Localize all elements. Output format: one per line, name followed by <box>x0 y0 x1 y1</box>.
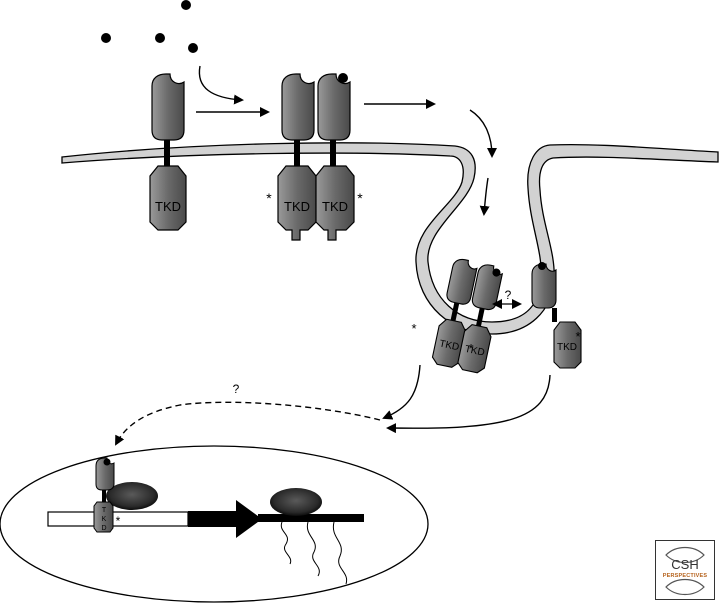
plasma-membrane <box>61 142 719 335</box>
ligand-dot <box>492 268 501 277</box>
transcription-factor <box>106 482 158 510</box>
receptor-dimer: TKD TKD * * <box>266 73 363 241</box>
ligand-dot <box>103 458 111 466</box>
tkd-domain <box>457 324 492 374</box>
tkd-label: TKD <box>284 199 310 214</box>
tkd-label: TKD <box>155 199 181 214</box>
tkd-domain <box>93 501 114 533</box>
tkd-domain <box>149 165 187 231</box>
nucleus <box>0 445 429 603</box>
dna-strand-transcribed <box>258 514 364 522</box>
transmembrane-segment <box>102 490 106 502</box>
internalized-dimer: TKD TKD * * <box>411 258 504 374</box>
tkd-domain <box>315 165 355 241</box>
receptor-extracellular-domain <box>151 73 185 141</box>
tkd-letter: D <box>101 525 106 532</box>
ligand-dot <box>181 0 191 10</box>
phosphorylation-mark: * <box>266 190 272 206</box>
ligand-dot <box>155 33 165 43</box>
tkd-label: TKD <box>464 344 486 359</box>
nuclear-translocation-arrow <box>115 401 381 446</box>
ligand-dot <box>188 43 198 53</box>
tkd-letter: T <box>102 507 107 514</box>
logo-subtitle: PERSPECTIVES <box>662 573 708 579</box>
phosphorylation-mark: * <box>468 341 473 356</box>
unknown-step-label: ? <box>505 288 512 302</box>
internalized-monomer: TKD * <box>531 262 582 369</box>
transmembrane-segment <box>330 140 336 166</box>
csh-perspectives-logo: CSH PERSPECTIVES <box>655 540 715 600</box>
ligand-dot <box>338 73 348 83</box>
mrna-transcript <box>332 521 348 585</box>
binding-arrow <box>198 65 244 105</box>
tkd-label: TKD <box>322 199 348 214</box>
phosphorylation-mark: * <box>411 321 416 336</box>
mrna-transcript <box>280 521 292 565</box>
receptor-monomer: TKD <box>149 73 187 231</box>
transmembrane-segment <box>450 302 460 322</box>
tkd-letter: K <box>102 516 107 523</box>
unknown-step-label: ? <box>233 382 240 396</box>
mrna-transcript <box>306 521 320 577</box>
ligand-dots <box>101 0 198 53</box>
internalization-arrow <box>469 109 497 158</box>
receptor-extracellular-domain <box>95 457 115 491</box>
transmembrane-segment <box>294 140 300 166</box>
tkd-label: TKD <box>438 338 460 353</box>
transmembrane-segment <box>552 308 557 322</box>
transcription-arrow <box>188 500 262 538</box>
transmembrane-segment <box>476 307 485 327</box>
trafficking-arrow <box>382 364 421 420</box>
receptor-extracellular-domain <box>446 258 478 305</box>
receptor-extracellular-domain <box>317 73 351 141</box>
mrna-transcripts <box>280 521 348 585</box>
tkd-domain <box>431 318 467 368</box>
tkd-domain <box>553 321 582 369</box>
transcription-factor <box>270 488 322 516</box>
dna-helix-icon <box>665 546 705 596</box>
ligand-dot <box>538 262 546 270</box>
tkd-label: TKD <box>557 342 577 353</box>
ligand-dot <box>101 33 111 43</box>
nuclear-receptor: T K D * <box>93 457 121 533</box>
logo-title: CSH <box>671 557 699 572</box>
receptor-extracellular-domain <box>531 263 557 309</box>
receptor-extracellular-domain <box>281 73 315 141</box>
internalization-arrow <box>479 177 490 216</box>
phosphorylation-mark: * <box>575 329 580 344</box>
phosphorylation-mark: * <box>116 514 121 528</box>
phosphorylation-mark: * <box>357 190 363 206</box>
trafficking-arrow <box>386 374 551 434</box>
transmembrane-segment <box>164 140 170 166</box>
